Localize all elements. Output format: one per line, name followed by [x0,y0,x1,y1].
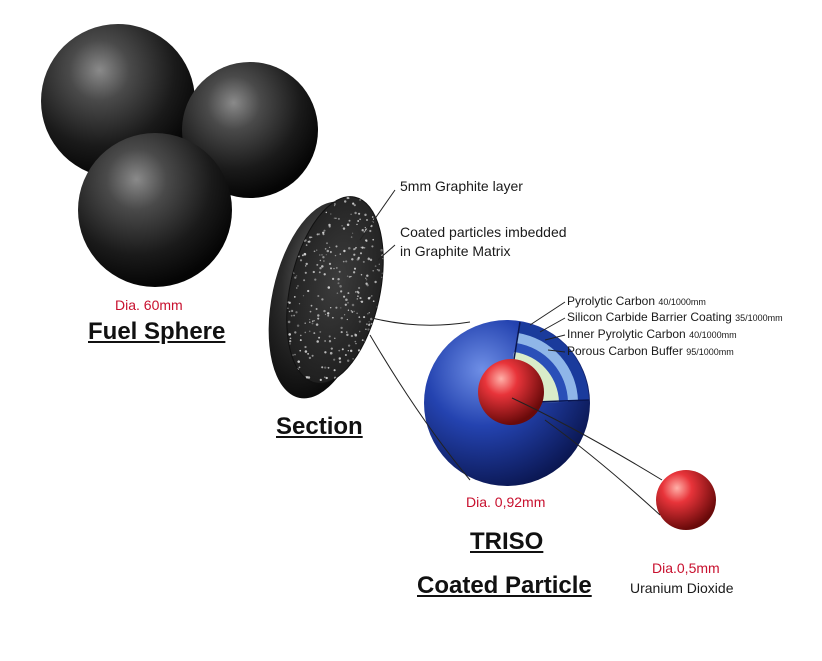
layer-label-silicon-carbide: Silicon Carbide Barrier Coating 35/1000m… [567,310,783,324]
section-title: Section [276,413,363,440]
layer-label-inner-pyrolytic: Inner Pyrolytic Carbon 40/1000mm [567,327,737,341]
triso-kernel [478,359,544,425]
uranium-dioxide-kernel [656,470,716,530]
fuel-spheres-illustration [41,24,318,287]
fuel-sphere-front [78,133,232,287]
layer-label-pyrolytic-carbon: Pyrolytic Carbon 40/1000mm [567,294,706,308]
fuel-sphere-diameter: Dia. 60mm [115,297,183,313]
section-cut-face [286,196,384,384]
layer-label-porous-buffer: Porous Carbon Buffer 95/1000mm [567,344,734,358]
layer-size: 95/1000mm [686,347,734,357]
layer-name: Porous Carbon Buffer [567,344,683,358]
graphite-layer-label: 5mm Graphite layer [400,178,523,194]
triso-title: TRISO [470,528,544,555]
triso-subtitle: Coated Particle [417,572,592,599]
layer-size: 35/1000mm [735,313,783,323]
section-sphere-illustration [268,194,386,399]
coated-particles-label-line2: in Graphite Matrix [400,243,511,259]
fuel-sphere-title: Fuel Sphere [88,318,226,345]
leader-lines [359,189,663,516]
layer-name: Inner Pyrolytic Carbon [567,327,686,341]
kernel-material: Uranium Dioxide [630,580,734,596]
coated-particles-label-line1: Coated particles imbedded [400,224,567,240]
layer-name: Silicon Carbide Barrier Coating [567,310,732,324]
triso-particle-illustration [424,320,590,486]
layer-size: 40/1000mm [689,330,737,340]
layer-size: 40/1000mm [658,297,706,307]
layer-name: Pyrolytic Carbon [567,294,656,308]
kernel-diameter: Dia.0,5mm [652,560,720,576]
triso-diameter: Dia. 0,92mm [466,494,546,510]
